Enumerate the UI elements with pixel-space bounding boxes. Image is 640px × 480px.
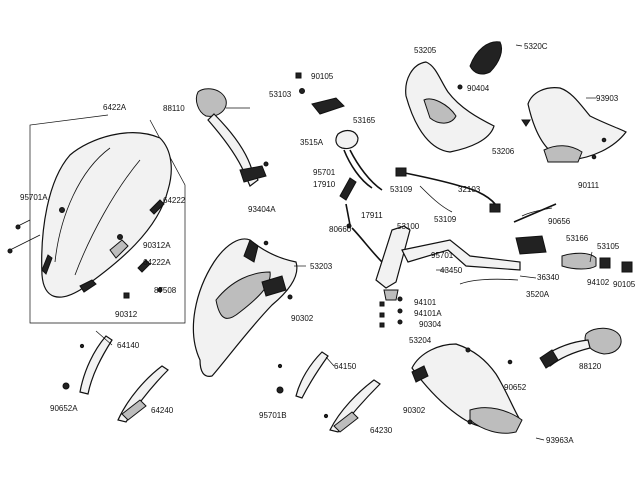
part-label: 90105 [613,280,636,289]
part-label: 94101A [414,309,442,318]
part-label: 43450 [440,266,463,275]
part-label: 53166 [566,234,589,243]
mirror-right-part [539,327,622,369]
windscreen-group-frame [29,114,186,324]
part-label: 64222A [143,258,171,267]
wiring-harness-part [395,167,501,213]
part-label: 90312A [143,241,171,250]
part-label: 53103 [269,90,292,99]
mirror-left-part [195,88,269,187]
inner-panel-part [521,87,627,163]
part-label: 53206 [492,147,515,156]
part-label: 90111 [578,181,600,190]
part-label: 3520A [526,290,550,299]
part-label: 93903 [596,94,619,103]
center-lower-trims-part [276,351,381,433]
part-label: 90652 [504,383,527,392]
part-label: 90652A [50,404,78,413]
part-label: 94102 [587,278,610,287]
part-label: 95701 [431,251,454,260]
handlebar-assembly-part [351,225,521,328]
part-label: 90304 [419,320,442,329]
part-label: 64140 [117,341,140,350]
part-label: 53100 [397,222,420,231]
part-label: 93963A [546,436,574,445]
part-label: 53203 [310,262,333,271]
part-label: 90105 [311,72,334,81]
part-label: 64230 [370,426,393,435]
part-label: 53205 [414,46,437,55]
part-label: 90302 [403,406,426,415]
part-label: 80660 [329,225,352,234]
left-grip-switch-part [295,72,383,229]
part-label: 90404 [467,84,490,93]
part-label: 53109 [434,215,457,224]
headlight-cowl-part [192,238,298,377]
part-label: 53165 [353,116,376,125]
part-label: 53105 [597,242,620,251]
part-label: 17910 [313,180,336,189]
upper-cowl-part [405,41,503,153]
part-label: 64150 [334,362,357,371]
part-label: 90302 [291,314,314,323]
part-label: 93404A [248,205,276,214]
part-label: 90312 [115,310,138,319]
part-label: 95701 [313,168,336,177]
part-label: 53109 [390,185,413,194]
part-label: 64240 [151,406,174,415]
part-label: 94101 [414,298,437,307]
screen-bracket-parts [7,199,165,299]
part-label: 6422A [103,103,127,112]
part-label: 32103 [458,185,481,194]
right-switch-throttle-part [515,207,633,273]
windscreen-part [41,132,172,298]
leader-lines [95,44,596,441]
lower-cowl-part [411,343,523,434]
part-label: 87508 [154,286,177,295]
part-label: 95701B [259,411,287,420]
part-label: 90656 [548,217,571,226]
left-lower-trims-part [62,335,169,423]
part-label: 64222 [163,196,186,205]
rod-part [513,203,557,223]
part-label: 88110 [163,104,185,113]
part-label: 3515A [300,138,324,147]
part-label: 36340 [537,273,560,282]
part-label: 17911 [361,211,383,220]
part-label: 88120 [579,362,602,371]
part-label: 5320C [524,42,548,51]
part-label: 53204 [409,336,432,345]
part-label: 95701A [20,193,48,202]
